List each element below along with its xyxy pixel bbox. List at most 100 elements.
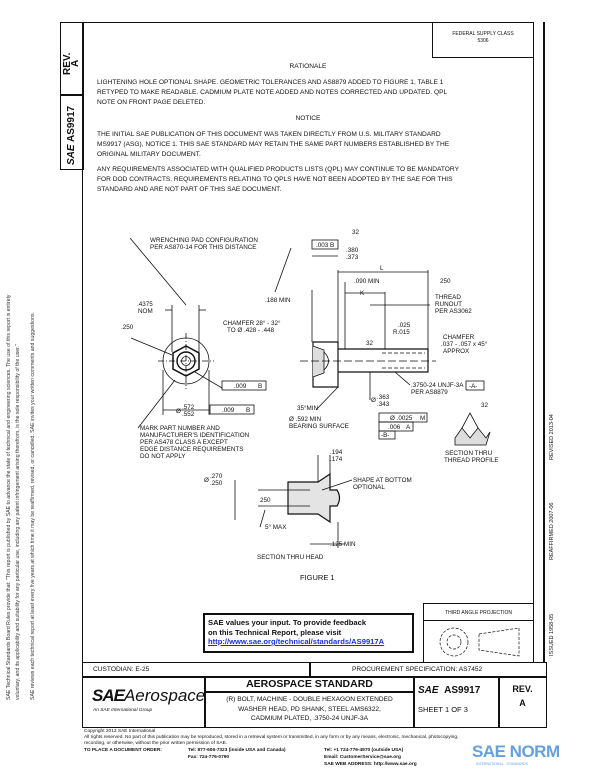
dim-k: K [360,290,365,297]
dimension-label: PER AS478 CLASS A EXCEPT [140,439,228,446]
notice-line: FOR DOD CONTRACTS. REQUIREMENTS RELATING… [97,176,453,183]
figure-1-drawing: .003 B 32 .380.373 L .090 MIN K 250 THRE… [121,229,499,582]
side-doc-box: SAE AS9917 [60,94,84,170]
rationale-line: LIGHTENING HOLE OPTIONAL SHAPE. GEOMETRI… [97,79,444,86]
dimension-label: .037 - .057 x 45° [441,340,488,348]
part-title-line: CADMIUM PLATED, .3750-24 UNJF-3A [250,715,369,722]
fsc-box: FEDERAL SUPPLY CLASS 5306 [432,22,534,58]
dimension-label: APPROX [443,348,470,355]
angle-35: 35°MIN [297,404,319,412]
procurement-spec: PROCUREMENT SPECIFICATION: AS7452 [352,666,483,673]
procurement-cell: PROCUREMENT SPECIFICATION: AS7452 [309,662,547,678]
sae-mini-logo: SAE [418,685,439,696]
dia-270: Ø [204,477,209,484]
logo-cell: SAEAerospace An SAE International Group [82,676,206,728]
sae-aerospace-logo: SAEAerospace [92,686,206,705]
doc-number-cell: SAE AS9917 SHEET 1 OF 3 [413,676,500,728]
dimension-label: DO NOT APPLY [140,453,186,460]
fsc-label: FEDERAL SUPPLY CLASS [452,31,514,37]
dim-194: .194 [330,449,343,456]
dimension-label: NOM [138,308,153,315]
dimension-label: .343 [377,401,390,408]
custodian: CUSTODIAN: E-25 [93,666,150,673]
rationale-heading: RATIONALE [289,63,327,70]
dimension-label: B [258,383,262,390]
watermark-sub: INTERNATIONAL STANDARDS [476,762,528,766]
dimension-label: B [246,407,250,414]
rights-line: recording, or otherwise, without the pri… [84,741,228,746]
dimension-label: M [420,415,425,422]
surface-32b: 32 [366,340,374,347]
rationale-line: NOTE ON FRONT PAGE DELETED. [97,99,206,106]
dia-572: Ø [176,408,181,415]
dimension-label: .552 [182,411,195,418]
rev-value: A [519,698,526,708]
feedback-line-2: on this Technical Report, please visit [208,627,342,637]
mark-note: MARK PART NUMBER AND [140,425,220,432]
sheet-number: SHEET 1 OF 3 [418,705,468,714]
tel-intl: Tel: +1 724-776-4970 (outside USA) [324,748,404,753]
dimension-label: .250 [210,480,223,487]
bearing-surface: Ø .592 MIN [289,416,322,423]
copyright: Copyright 2013 SAE International [84,729,156,734]
fcf-frames [209,239,485,440]
notice-line: MS9917 (ASG), NOTICE 1. THIS SAE STANDAR… [97,141,450,148]
thread-section-label: SECTION THRU [445,450,493,457]
fsc-number: 5306 [477,38,489,44]
part-title-line: (R) BOLT, MACHINE - DOUBLE HEXAGON EXTEN… [226,696,393,703]
hex-outline [172,345,200,377]
fcf-3: Ø .0025 [390,415,413,422]
frame-right-line [543,22,545,663]
sae-norm-watermark: SAE NORM [472,742,560,761]
radius: .025 [398,322,411,329]
dimension-label: .174 [330,456,343,463]
dim-4375: .4375 [137,301,153,308]
dim-373: .373 [346,254,359,261]
surface-250: 250 [440,278,451,285]
email: Email: CustomerService@sae.org [324,755,401,760]
dimension-label: PER AS8879 [411,389,448,396]
datum-b: -B- [381,432,389,439]
feedback-line-1: SAE values your input. To provide feedba… [208,618,367,627]
notice-line: THE INITIAL SAE PUBLICATION OF THIS DOCU… [97,131,441,138]
wrenching-note: WRENCHING PAD CONFIGURATION [150,237,258,244]
dimension-label: THREAD PROFILE [444,457,499,464]
rationale-line: RETYPED TO MAKE READABLE. CADMIUM PLATE … [97,89,448,96]
custodian-cell: CUSTODIAN: E-25 [82,662,311,678]
heading-cell: AEROSPACE STANDARD [204,676,415,693]
doc-number: SAE AS9917 [418,685,480,696]
dimension-label: .003 [316,242,329,249]
dimension-label: PER AS3062 [435,308,472,315]
dimension-label: A [406,424,411,431]
fcf-2: .009 [222,407,235,414]
feedback-link[interactable]: http://www.sae.org/technical/standards/A… [208,637,385,646]
tel-usa: Tel: 877-606-7323 (inside USA and Canada… [188,748,286,753]
dimension-label: .270 [210,473,223,480]
notice-line: ANY REQUIREMENTS ASSOCIATED WITH QUALIFI… [97,166,459,173]
issued-date: ISSUED 1958-05 [549,613,555,656]
shank [338,348,429,373]
dim-250: .250 [121,324,134,331]
dimension-label: TO Ø .428 - .448 [227,327,275,334]
dimension-label: R.015 [393,329,410,336]
notice-heading: NOTICE [295,115,321,122]
web-address: SAE WEB ADDRESS: http://www.sae.org [324,762,417,767]
dimension-label: .363 [377,394,390,401]
dimension-label: BEARING SURFACE [289,423,349,430]
notice-line: STANDARD AND ARE NOT PART OF THIS SAE DO… [97,186,282,193]
thread-runout: THREAD [435,294,461,301]
order-label: TO PLACE A DOCUMENT ORDER: [84,748,162,753]
fcf-4: .006 [388,424,401,431]
thread-spec: .3750-24 UNJF-3A [411,382,464,389]
chamfer-head: CHAMFER 28° - 32° [223,319,281,327]
dim-380: .380 [346,247,359,254]
projection-box: THIRD ANGLE PROJECTION [423,603,534,663]
dim-125: .125 MIN [330,541,356,548]
logo-subtitle: An SAE International Group [93,708,153,713]
side-rev-box: REV. A [60,22,84,96]
figure-caption: FIGURE 1 [300,573,335,582]
shape-bottom-note: SHAPE AT BOTTOM [353,477,412,484]
projection-label: THIRD ANGLE PROJECTION [424,606,533,621]
surface-32c: 32 [481,402,489,409]
dimension-label: RUNOUT [435,301,462,308]
